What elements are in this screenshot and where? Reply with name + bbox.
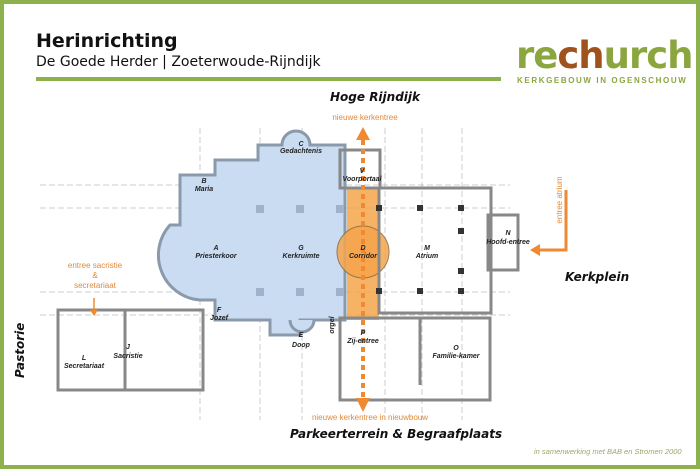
room-name: Hoofd-entree — [486, 239, 530, 246]
columns — [376, 205, 464, 294]
room-name: Secretariaat — [64, 363, 105, 370]
label-line: secretariaat — [74, 281, 116, 290]
room-name: Priesterkoor — [195, 253, 238, 260]
room-letter: V — [360, 168, 366, 175]
room-letter: M — [424, 245, 430, 252]
new-entrance-newbuild-label: nieuwe kerkentree in nieuwbouw — [311, 413, 429, 422]
entrance-atrium-label: entree atrium — [555, 176, 564, 224]
room-letter: O — [453, 345, 459, 352]
page-subtitle: De Goede Herder | Zoeterwoude-Rijndijk — [36, 54, 321, 70]
label-line: entree sacristie — [67, 261, 123, 270]
room-letter: G — [298, 245, 304, 252]
room-name: Familie-kamer — [432, 353, 480, 360]
church-hall — [156, 129, 347, 337]
page-title: Herinrichting — [36, 30, 178, 52]
label-line: & — [92, 271, 98, 280]
rechurch-logo: rechurch — [516, 34, 693, 77]
hall-columns — [256, 205, 344, 296]
arrow-down-icon — [356, 398, 370, 412]
room-name: Corridor — [349, 253, 378, 260]
street-east: Kerkplein — [565, 270, 630, 284]
room-name: Kerkruimte — [283, 253, 320, 260]
room-name: Jozef — [210, 315, 229, 322]
room-letter: J — [126, 344, 131, 351]
room-letter: N — [505, 230, 511, 237]
room-letter: A — [212, 245, 218, 252]
credit-text: in samenwerking met BAB en Stromen 2000 — [534, 447, 682, 456]
organ-label: orgel — [329, 315, 336, 333]
room-name: Gedachtenis — [280, 148, 322, 155]
arrow-left-icon — [530, 244, 540, 256]
room-letter: L — [82, 355, 86, 362]
new-entrance-label: nieuwe kerkentree — [332, 113, 398, 122]
title-divider — [36, 77, 501, 81]
building-walls — [56, 148, 520, 402]
room-letter: B — [201, 178, 206, 185]
room-letter: P — [361, 330, 366, 337]
street-north: Hoge Rijndijk — [330, 90, 420, 104]
room-name: Maria — [195, 186, 213, 193]
logo-part: urch — [603, 34, 694, 77]
room-letter: F — [217, 307, 222, 314]
room-name: Zij-entree — [346, 338, 379, 345]
street-west: Pastorie — [13, 322, 27, 378]
street-south: Parkeerterrein & Begraafplaats — [290, 427, 503, 441]
route-arrows — [90, 127, 568, 412]
corridor — [336, 188, 390, 320]
arrow-down-small-icon — [90, 310, 98, 316]
room-letter: D — [360, 245, 365, 252]
arrow-up-icon — [356, 127, 370, 140]
atrium-arrow — [540, 190, 568, 252]
entrance-sacristy-label: entree sacristie & secretariaat — [60, 261, 130, 291]
logo-tagline: KERKGEBOUW IN OGENSCHOUW — [517, 76, 688, 85]
logo-part: re — [516, 34, 558, 77]
room-letter: C — [298, 141, 304, 148]
room-name: Atrium — [415, 253, 439, 260]
room-name: Sacristie — [113, 353, 142, 360]
room-letter: E — [299, 332, 304, 339]
room-name: Voorportaal — [342, 176, 382, 183]
room-name: Doop — [292, 342, 311, 349]
logo-part: ch — [557, 34, 604, 77]
